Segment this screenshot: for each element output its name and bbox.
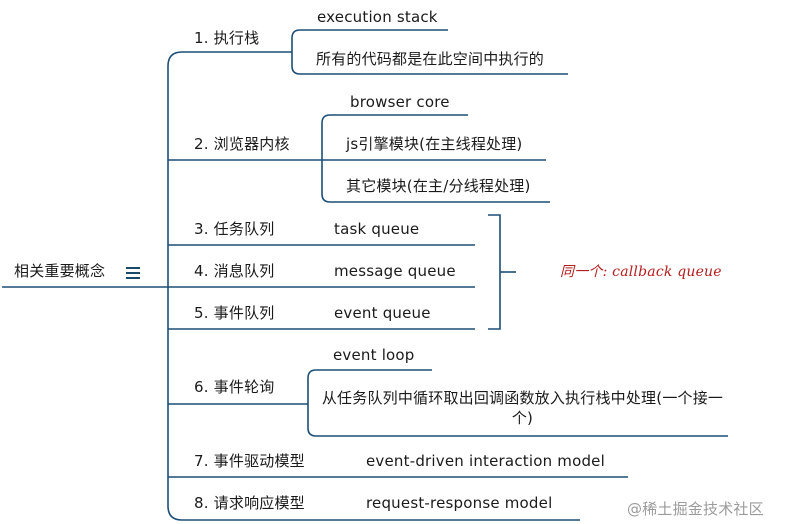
root-topic: 相关重要概念 [14,262,105,280]
branch-7-child-1: event-driven interaction model [366,452,605,470]
branch-1-child-1: execution stack [317,8,438,26]
branch-6-label: 6. 事件轮询 [194,378,275,396]
branch-5-child-1: event queue [334,304,431,322]
branch-5-label: 5. 事件队列 [194,304,275,322]
branch-1-child-2: 所有的代码都是在此空间中执行的 [316,50,545,68]
root-label: 相关重要概念 [14,262,106,280]
branch-2-label: 2. 浏览器内核 [194,135,290,153]
branch-2-child-2: js引擎模块(在主线程处理) [346,135,523,153]
branch-3-child-1: task queue [334,220,420,238]
branch-2-child-1: browser core [350,93,450,111]
branch-8-label: 8. 请求响应模型 [194,494,305,512]
branch-6-child-2: 从任务队列中循环取出回调函数放入执行栈中处理(一个接一个) [321,389,724,427]
branch-8-child-1: request-response model [366,494,553,512]
branch-4-label: 4. 消息队列 [194,262,275,280]
menu-lines-icon [126,264,140,282]
branch-6-child-1: event loop [333,346,415,364]
branch-7-label: 7. 事件驱动模型 [194,452,305,470]
watermark: @稀土掘金技术社区 [627,500,764,518]
branch-2-child-3: 其它模块(在主/分线程处理) [346,177,531,195]
branch-1-label: 1. 执行栈 [194,29,260,47]
branch-3-label: 3. 任务队列 [194,220,275,238]
bracket-note: 同一个: callback queue [560,264,722,280]
branch-4-child-1: message queue [334,262,456,280]
